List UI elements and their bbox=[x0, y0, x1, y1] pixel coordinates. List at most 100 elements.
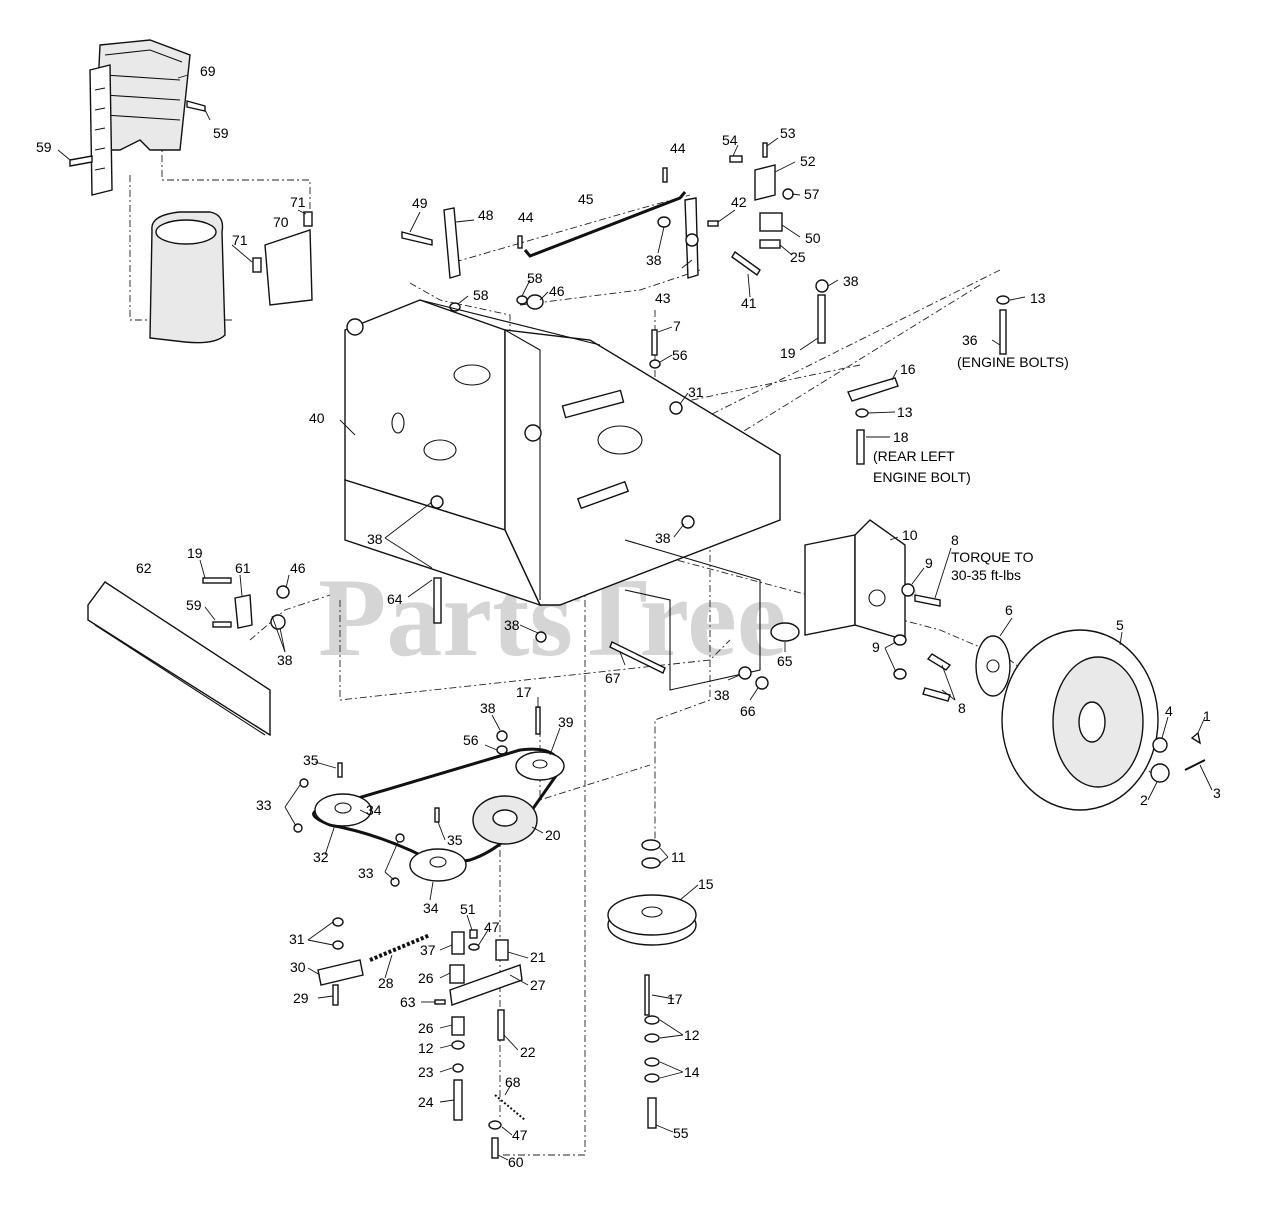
callout-64: 64 bbox=[387, 591, 403, 607]
wheel-5 bbox=[1001, 629, 1159, 811]
pulley-34b bbox=[409, 848, 467, 882]
bolt-31b bbox=[332, 917, 344, 950]
bolt-60 bbox=[491, 1137, 499, 1159]
note-torque-2: 30-35 ft-lbs bbox=[951, 567, 1021, 583]
bolt-29 bbox=[332, 984, 339, 1006]
callout-60: 60 bbox=[508, 1154, 524, 1170]
callout-71: 71 bbox=[232, 232, 248, 248]
spacer-26b bbox=[451, 1016, 465, 1036]
bolt-19a bbox=[817, 294, 826, 344]
callout-19: 19 bbox=[187, 545, 203, 561]
washer-56a bbox=[649, 359, 661, 369]
callout-63: 63 bbox=[400, 994, 416, 1010]
callout-38: 38 bbox=[843, 273, 859, 289]
nut-38b bbox=[815, 279, 829, 293]
bolt-54 bbox=[729, 155, 743, 163]
bolt-59c bbox=[212, 621, 232, 628]
callout-59: 59 bbox=[213, 125, 229, 141]
callout-12: 12 bbox=[418, 1040, 434, 1056]
bracket-52 bbox=[754, 164, 776, 201]
callout-58: 58 bbox=[527, 270, 543, 286]
callout-24: 24 bbox=[418, 1094, 434, 1110]
pin-44a bbox=[517, 235, 523, 249]
bolt-22 bbox=[497, 1009, 505, 1041]
callout-32: 32 bbox=[313, 849, 329, 865]
assembly-notes: (ENGINE BOLTS) (REAR LEFT ENGINE BOLT) T… bbox=[873, 354, 1069, 583]
nut-31a bbox=[669, 401, 683, 415]
washer-9a bbox=[901, 583, 915, 597]
shield-62 bbox=[87, 581, 271, 737]
callout-13: 13 bbox=[897, 404, 913, 420]
bracket-70 bbox=[264, 229, 313, 306]
washer-56b bbox=[496, 745, 508, 755]
plate-16 bbox=[847, 377, 899, 402]
bolt-33b bbox=[390, 833, 405, 887]
nut-38d bbox=[681, 515, 695, 529]
nut-38g bbox=[270, 614, 286, 630]
hub-6 bbox=[975, 635, 1011, 697]
callout-28: 28 bbox=[378, 975, 394, 991]
nut-51 bbox=[469, 929, 478, 939]
callout-35: 35 bbox=[303, 752, 319, 768]
washer-12b bbox=[644, 1015, 660, 1043]
bolt-55 bbox=[647, 1097, 657, 1129]
callout-51: 51 bbox=[460, 901, 476, 917]
rod-45 bbox=[523, 191, 687, 258]
washer-47a bbox=[468, 943, 480, 951]
seat-cover-69 bbox=[89, 39, 191, 196]
spacer-21 bbox=[495, 939, 509, 961]
note-rear-left-1: (REAR LEFT bbox=[873, 448, 955, 464]
bracket-61 bbox=[234, 594, 253, 629]
callout-9: 9 bbox=[872, 639, 880, 655]
callout-45: 45 bbox=[578, 191, 594, 207]
callout-47: 47 bbox=[512, 1127, 528, 1143]
washer-9c bbox=[893, 668, 907, 680]
bolt-59 bbox=[69, 155, 93, 167]
callout-67: 67 bbox=[605, 670, 621, 686]
callout-44: 44 bbox=[518, 209, 534, 225]
note-rear-left-2: ENGINE BOLT) bbox=[873, 469, 971, 485]
spacer-37 bbox=[451, 931, 465, 955]
callout-38: 38 bbox=[277, 652, 293, 668]
callout-71: 71 bbox=[290, 194, 306, 210]
cap-1 bbox=[1190, 731, 1202, 745]
callout-14: 14 bbox=[684, 1064, 700, 1080]
nut-38h bbox=[496, 730, 508, 742]
pulley-20 bbox=[472, 795, 538, 845]
callout-6: 6 bbox=[1005, 602, 1013, 618]
callout-49: 49 bbox=[412, 195, 428, 211]
washer-11 bbox=[641, 839, 661, 869]
callout-26: 26 bbox=[418, 970, 434, 986]
pin-3 bbox=[1184, 759, 1206, 771]
callout-21: 21 bbox=[530, 949, 546, 965]
callout-20: 20 bbox=[545, 827, 561, 843]
callout-18: 18 bbox=[893, 429, 909, 445]
callout-11: 11 bbox=[671, 849, 686, 865]
callout-53: 53 bbox=[780, 125, 796, 141]
washer-38a bbox=[657, 216, 671, 228]
plate-side bbox=[624, 539, 761, 691]
callout-15: 15 bbox=[698, 876, 714, 892]
ring-65 bbox=[770, 622, 800, 642]
callout-8: 8 bbox=[958, 700, 966, 716]
arm-30 bbox=[317, 959, 364, 986]
callout-50: 50 bbox=[805, 230, 821, 246]
pulley-15 bbox=[607, 894, 697, 946]
callout-33: 33 bbox=[256, 797, 272, 813]
callout-38: 38 bbox=[367, 531, 383, 547]
clip-71b bbox=[252, 257, 262, 273]
arm-43 bbox=[684, 197, 699, 279]
callout-40: 40 bbox=[309, 410, 325, 426]
callout-12: 12 bbox=[684, 1027, 700, 1043]
nut-66 bbox=[755, 676, 769, 690]
callout-29: 29 bbox=[293, 990, 309, 1006]
callout-7: 7 bbox=[673, 318, 681, 334]
pin-42 bbox=[707, 220, 719, 227]
callout-38: 38 bbox=[504, 617, 520, 633]
chain-68 bbox=[494, 1094, 526, 1121]
bolt-24 bbox=[453, 1079, 463, 1121]
callout-38: 38 bbox=[714, 687, 730, 703]
bolt-67 bbox=[609, 641, 666, 674]
callout-36: 36 bbox=[962, 332, 978, 348]
